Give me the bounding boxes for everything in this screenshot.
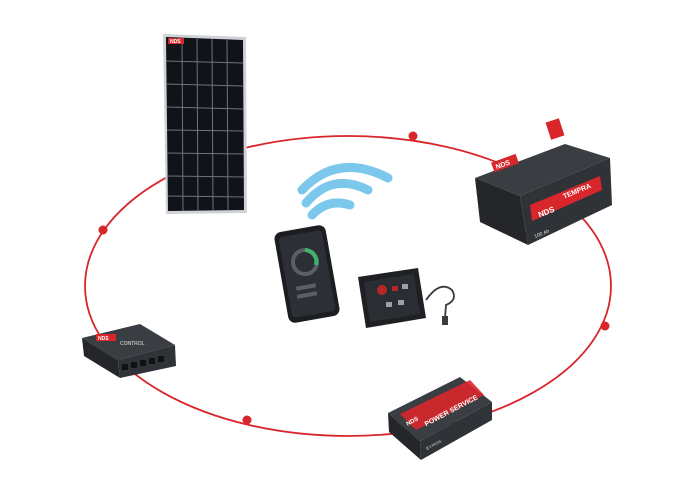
svg-text:NDS: NDS xyxy=(406,416,420,427)
charge-controller-icon: NDS CONTROL xyxy=(82,324,176,378)
ring-node xyxy=(600,321,610,331)
svg-text:NDS: NDS xyxy=(170,39,181,45)
ring-nodes xyxy=(98,131,610,425)
smartphone-icon xyxy=(274,225,340,323)
ring-node xyxy=(242,415,252,425)
wifi-signal-icon xyxy=(297,163,393,220)
power-service-module-icon: NDS POWER SERVICE BY-PASS xyxy=(388,377,492,460)
svg-text:NDS: NDS xyxy=(98,336,109,342)
ring-node xyxy=(408,131,418,141)
svg-text:NDS: NDS xyxy=(495,159,512,171)
svg-text:CONTROL: CONTROL xyxy=(120,341,145,347)
svg-text:100 Ah: 100 Ah xyxy=(534,228,551,239)
connection-ring xyxy=(84,135,612,437)
ring-node xyxy=(98,225,108,235)
control-display-icon xyxy=(358,268,455,328)
solar-panel-icon: NDS xyxy=(163,34,247,214)
battery-icon: NDS NDS TEMPRA 100 Ah xyxy=(475,118,612,245)
